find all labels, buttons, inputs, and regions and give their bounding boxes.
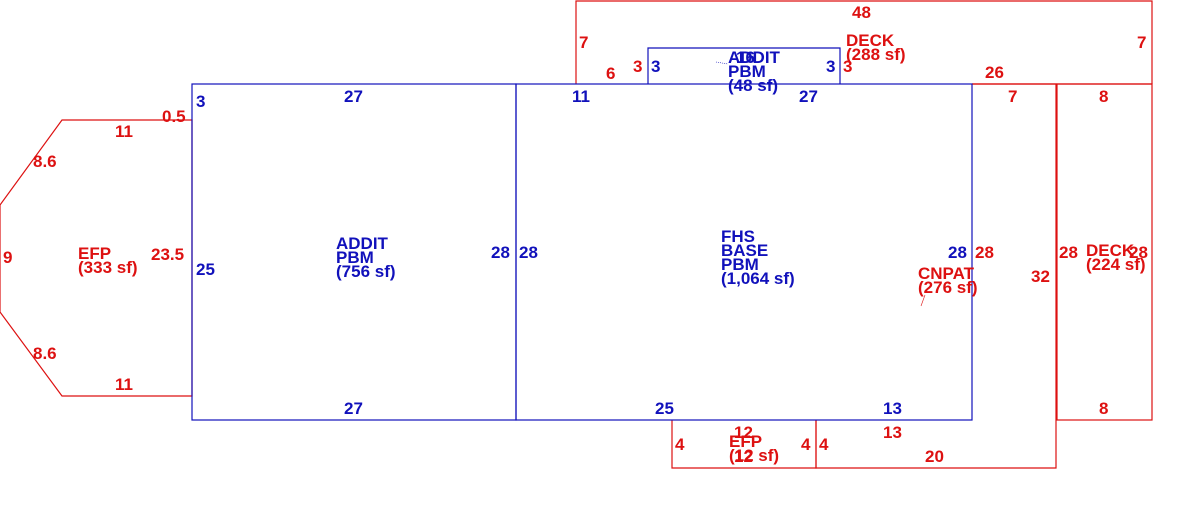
cnpat-area: (276 sf)	[918, 278, 978, 297]
addit-top-area: (48 sf)	[728, 76, 778, 95]
dim-addit-top: 27	[344, 87, 363, 106]
dim-fhs-top-right: 27	[799, 87, 818, 106]
dim-deck-top-step-left-b: 3	[633, 57, 642, 76]
dim-addit-bottom: 27	[344, 399, 363, 418]
dim-addit-offset: 3	[196, 92, 205, 111]
dim-deck-top-width: 48	[852, 3, 871, 22]
dim-efp-bottom-top: 12	[734, 423, 753, 442]
fhs-base-line1: FHS	[721, 227, 755, 246]
fhs-base-area: (1,064 sf)	[721, 269, 795, 288]
addit-top-line2: PBM	[728, 62, 766, 81]
fhs-base-line3: PBM	[721, 255, 759, 274]
fhs-base-outline	[515, 83, 973, 421]
efp-bottom-area: (12 sf)	[729, 446, 779, 465]
addit-top-pointer	[715, 61, 729, 65]
dim-efp-diag-bottom: 8.6	[33, 344, 57, 363]
dim-deck-top-step-left: 6	[606, 64, 615, 83]
dim-efp-bottom-bottom: 12	[734, 447, 753, 466]
deck-top-outline	[575, 0, 1153, 84]
dim-addit-top-left: 3	[651, 57, 660, 76]
dim-deck-right-left: 28	[1059, 243, 1078, 262]
efp-bottom-outline	[671, 420, 817, 469]
dim-efp-bottom: 11	[115, 375, 133, 394]
dim-efp-bottom-right-b: 4	[819, 435, 829, 454]
deck-right-outline	[1056, 83, 1153, 421]
efp-left-area: (333 sf)	[78, 258, 138, 277]
addit-main-line2: PBM	[336, 248, 374, 267]
efp-bottom-name: EFP	[729, 432, 762, 451]
dim-efp-top: 11	[115, 122, 133, 141]
dim-cnpat-top: 7	[1008, 87, 1017, 106]
dim-deck-right-right: 28	[1129, 243, 1148, 262]
cnpat-name: CNPAT	[918, 264, 975, 283]
deck-right-area: (224 sf)	[1086, 255, 1146, 274]
dim-fhs-left: 28	[519, 243, 538, 262]
dim-cnpat-right: 32	[1031, 267, 1050, 286]
dim-fhs-right: 28	[948, 243, 967, 262]
addit-main-area: (756 sf)	[336, 262, 396, 281]
dim-fhs-bottom-left: 25	[655, 399, 674, 418]
dim-addit-left: 25	[196, 260, 215, 279]
dim-deck-right-bottom: 8	[1099, 399, 1108, 418]
dim-deck-right-top: 8	[1099, 87, 1108, 106]
dim-efp-bottom-right: 4	[801, 435, 811, 454]
dim-fhs-bottom-right: 13	[883, 399, 902, 418]
dim-efp-left: 9	[3, 248, 12, 267]
dim-deck-top-step-right: 3	[843, 57, 852, 76]
addit-top-line1: ADDIT	[728, 48, 781, 67]
dim-addit-top-right: 3	[826, 57, 835, 76]
dim-cnpat-bottom-a: 13	[883, 423, 902, 442]
cnpat-pointer	[920, 294, 926, 307]
dim-addit-top-width: 16	[736, 48, 755, 67]
addit-main-line1: ADDIT	[336, 234, 389, 253]
dim-deck-top-left: 7	[579, 33, 588, 52]
dim-fhs-top-left: 11	[572, 87, 590, 106]
dim-deck-top-bottom-right: 26	[985, 63, 1004, 82]
deck-top-area: (288 sf)	[846, 45, 906, 64]
dim-efp-right: 23.5	[151, 245, 184, 264]
dim-efp-offset: 0.5	[162, 107, 186, 126]
deck-right-name: DECK	[1086, 241, 1135, 260]
fhs-base-line2: BASE	[721, 241, 768, 260]
deck-top-name: DECK	[846, 31, 895, 50]
dim-addit-right: 28	[491, 243, 510, 262]
dim-efp-diag-top: 8.6	[33, 152, 57, 171]
dim-cnpat-bottom-b: 20	[925, 447, 944, 466]
efp-left-name: EFP	[78, 244, 111, 263]
dim-cnpat-left: 28	[975, 243, 994, 262]
dim-deck-top-right: 7	[1137, 33, 1146, 52]
dim-efp-bottom-left: 4	[675, 435, 685, 454]
addit-top-outline	[647, 47, 841, 84]
